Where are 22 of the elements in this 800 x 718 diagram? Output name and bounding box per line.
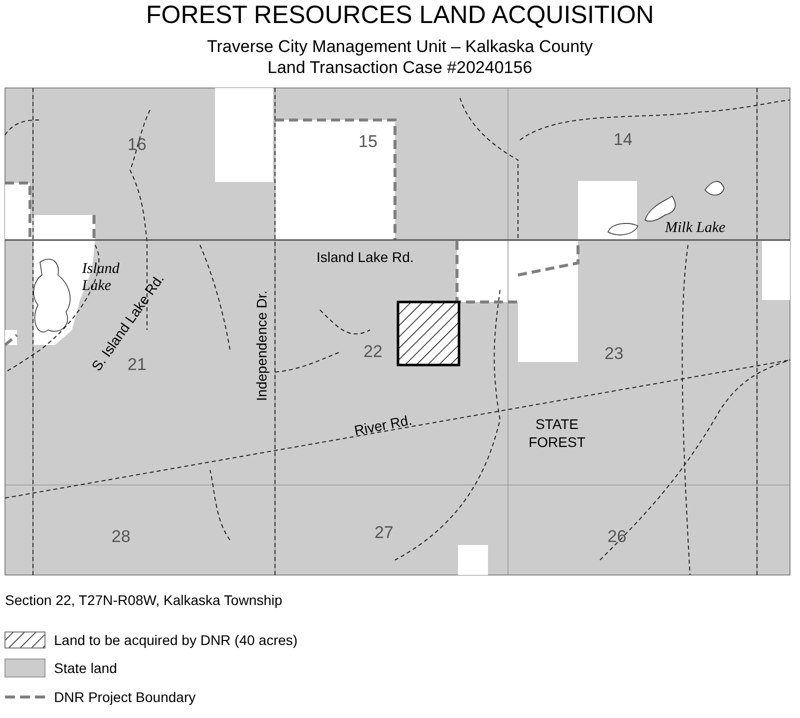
road-label: River Rd. bbox=[353, 412, 414, 438]
road-label: Independence Dr. bbox=[254, 290, 270, 400]
section-number: 28 bbox=[112, 528, 130, 546]
section-number: 27 bbox=[374, 524, 394, 542]
location-note: Section 22, T27N-R08W, Kalkaska Township bbox=[5, 592, 282, 608]
subtitle: Traverse City Management Unit – Kalkaska County bbox=[207, 38, 593, 56]
legend-label: DNR Project Boundary bbox=[54, 690, 196, 705]
legend-label: Land to be acquired by DNR (40 acres) bbox=[54, 632, 298, 648]
section-number: 21 bbox=[128, 356, 146, 374]
section-number: 23 bbox=[604, 344, 624, 364]
title: FOREST RESOURCES LAND ACQUISITION bbox=[145, 2, 655, 30]
section-number: 26 bbox=[608, 528, 626, 546]
section-number: 22 bbox=[364, 342, 382, 362]
lake-label: Island Lake bbox=[82, 260, 120, 295]
section-number: 14 bbox=[614, 130, 632, 150]
section-number: 15 bbox=[358, 132, 378, 152]
section-number: 16 bbox=[128, 136, 146, 154]
legend-label: State land bbox=[54, 660, 118, 676]
road-label: Island Lake Rd. bbox=[316, 250, 414, 265]
lake-label: Milk Lake bbox=[665, 220, 726, 236]
subtitle: Land Transaction Case #20240156 bbox=[268, 58, 532, 78]
area-label: STATE FOREST bbox=[528, 415, 586, 452]
